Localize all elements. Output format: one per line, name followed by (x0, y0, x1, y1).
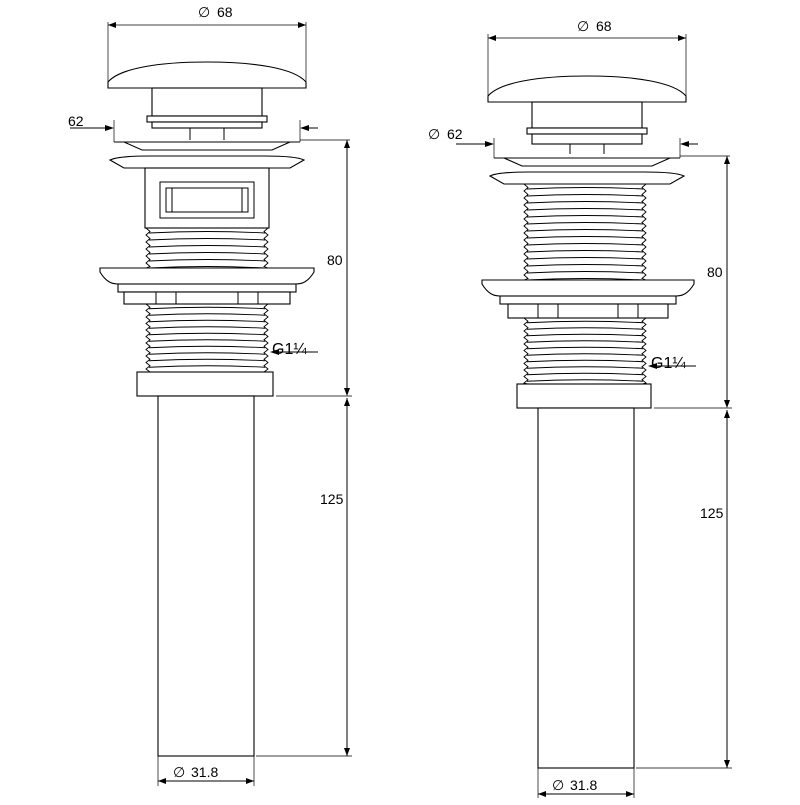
left-thread-callout: G1¼ (270, 341, 318, 358)
right-cap-diameter-dimension: ∅ 68 (487, 18, 687, 102)
left-upper-thread (145, 227, 269, 269)
right-basin-flange (488, 157, 686, 185)
left-flange-dimension: 62 (68, 113, 318, 142)
right-tail-length-label: 125 (700, 505, 724, 521)
right-thread-label: G1¼ (651, 355, 686, 372)
left-cap-diameter-label: 68 (217, 4, 233, 20)
left-tail-diameter-dimension: ∅ 31.8 (157, 756, 255, 786)
left-drain-view: ∅ 68 62 (68, 4, 352, 786)
left-lower-thread (145, 303, 269, 373)
right-lower-thread (523, 317, 647, 385)
right-thread-callout: G1¼ (648, 355, 696, 372)
left-height-dimensions: 80 125 (256, 139, 352, 757)
right-upper-thread (523, 183, 647, 281)
right-pop-up-cap (487, 75, 687, 154)
left-tail-length-label: 125 (320, 491, 344, 507)
left-flange-label: 62 (68, 113, 84, 129)
right-lock-washer (481, 279, 695, 319)
left-thread-label: G1¼ (272, 341, 307, 358)
left-drain-body (144, 167, 270, 229)
right-body-height-label: 80 (707, 264, 723, 280)
left-tail-nut (136, 371, 274, 397)
left-tail-diameter-label: 31.8 (191, 764, 218, 780)
right-flange-label: 62 (447, 126, 463, 142)
right-tail-diameter-symbol: ∅ (552, 777, 564, 793)
right-flange-diameter-symbol: ∅ (428, 126, 440, 142)
right-tail-diameter-label: 31.8 (570, 777, 597, 793)
right-flange-dimension: ∅ 62 (428, 126, 698, 158)
right-height-dimensions: 80 125 (636, 155, 732, 769)
right-tail-diameter-dimension: ∅ 31.8 (537, 768, 635, 798)
left-lock-washer (99, 267, 315, 305)
left-basin-flange (108, 141, 306, 169)
right-cap-diameter-label: 68 (596, 18, 612, 34)
right-cap-diameter-symbol: ∅ (577, 18, 589, 34)
left-tail-pipe (157, 395, 255, 757)
right-tail-pipe (537, 407, 635, 769)
left-body-height-label: 80 (327, 252, 343, 268)
left-cap-diameter-dimension: ∅ 68 (107, 4, 307, 88)
right-tail-nut (516, 383, 652, 409)
left-tail-diameter-symbol: ∅ (173, 764, 185, 780)
left-pop-up-cap (107, 61, 307, 140)
right-drain-view: ∅ 68 ∅ 62 (428, 18, 732, 798)
left-cap-diameter-symbol: ∅ (198, 4, 210, 20)
